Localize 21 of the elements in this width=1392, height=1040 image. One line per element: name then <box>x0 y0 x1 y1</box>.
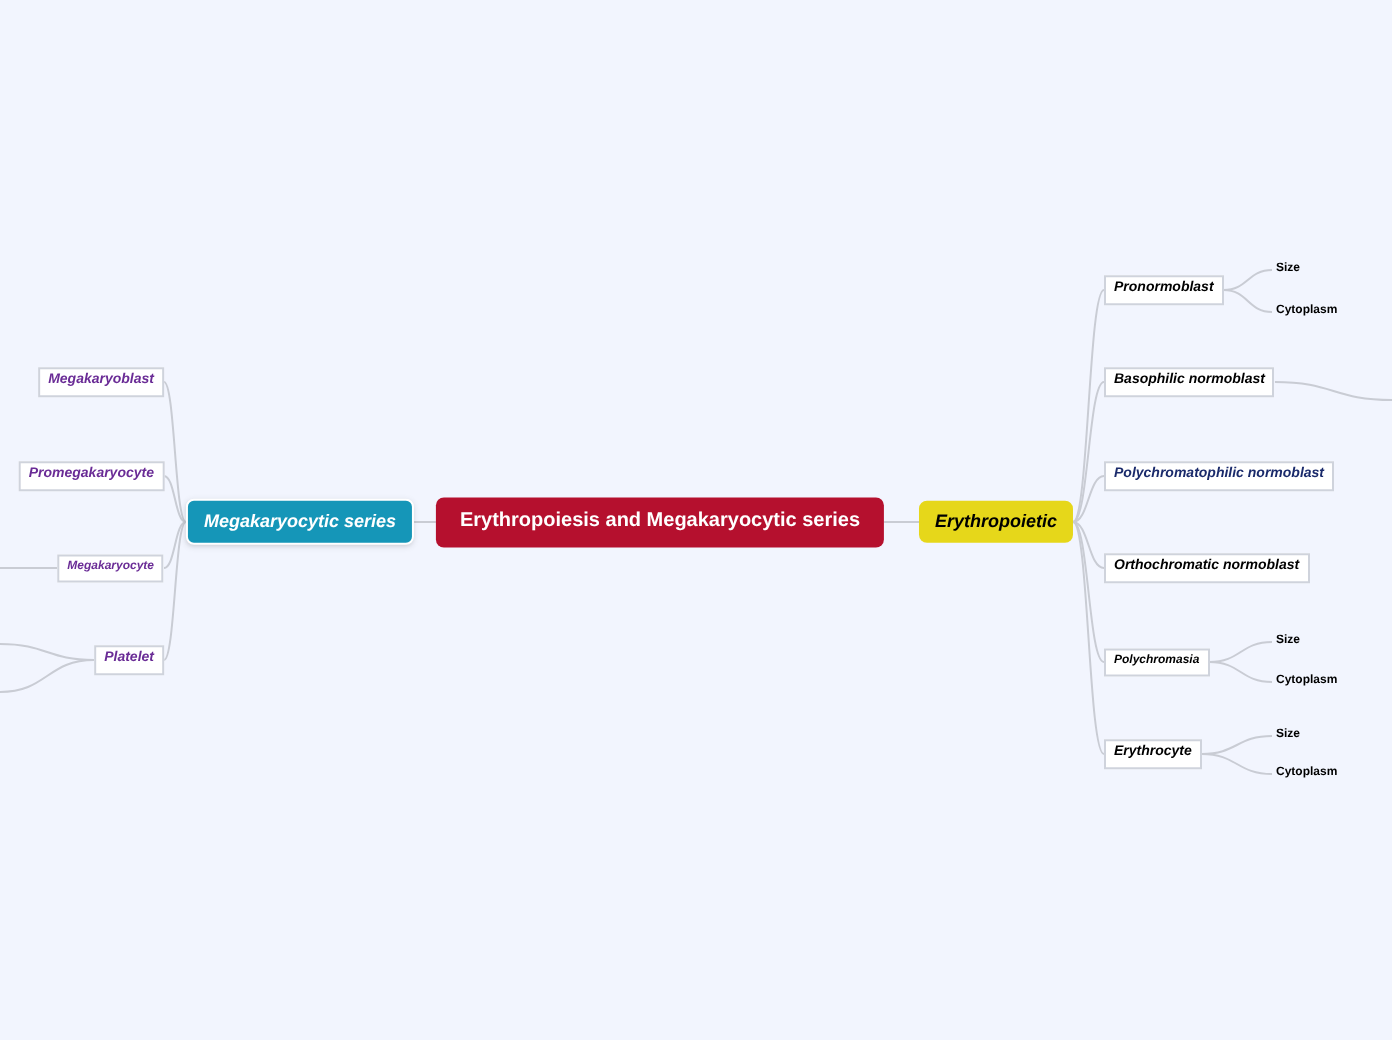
connector-line <box>1072 521 1105 663</box>
connector-line <box>413 521 437 523</box>
connector-line <box>1273 381 1392 401</box>
connector-line <box>1208 661 1273 683</box>
connector-line <box>163 521 187 569</box>
connector-line <box>1072 521 1105 569</box>
connector-line <box>0 659 96 693</box>
connector-line <box>1072 521 1105 755</box>
connector-line <box>163 521 187 661</box>
connector-line <box>1072 381 1105 523</box>
connector-line <box>0 567 59 569</box>
connector-line <box>1222 289 1273 313</box>
central-topic: Erythropoiesis and Megakaryocytic series <box>435 497 885 547</box>
connector-line <box>163 475 187 523</box>
main-topic: Erythropoietic <box>919 500 1073 544</box>
connector-line <box>1200 753 1273 775</box>
connector-line <box>883 521 920 523</box>
main-topic: Megakaryocytic series <box>185 498 415 546</box>
connector-line <box>1072 475 1105 523</box>
connector-line <box>163 381 187 523</box>
connector-line <box>1072 289 1105 523</box>
